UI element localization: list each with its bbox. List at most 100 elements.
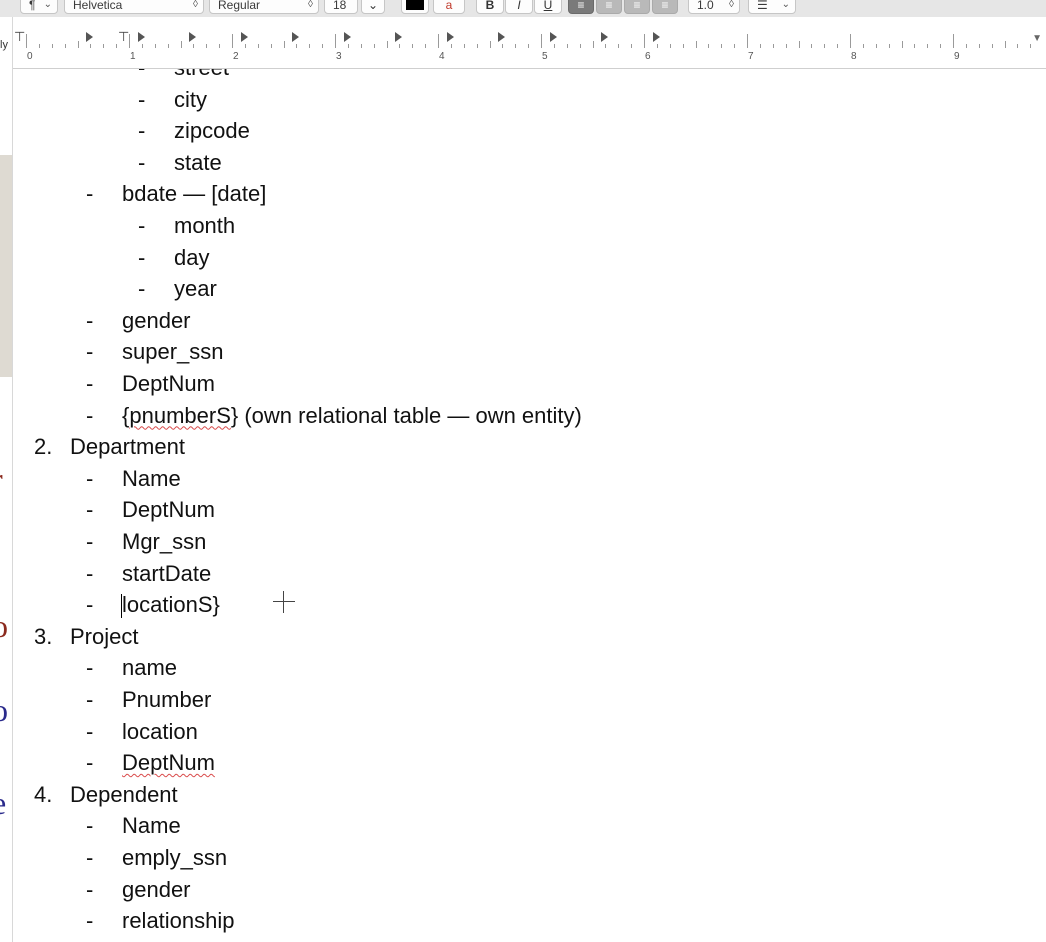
indent-marker-icon[interactable]: ⊤	[118, 29, 130, 44]
bullet-list-item[interactable]: -street	[12, 69, 1046, 83]
ruler-tick	[566, 44, 568, 48]
ruler-tick	[850, 34, 851, 48]
bullet-list-item[interactable]: -Name	[12, 813, 1046, 841]
bullet-list-item[interactable]: -Name	[12, 466, 1046, 494]
bullet-list-item[interactable]: -month	[12, 213, 1046, 241]
bullet-list-item[interactable]: -location	[12, 719, 1046, 747]
font-style-popup[interactable]: Regular ◊	[209, 0, 319, 14]
numbered-list-item[interactable]: 2.Department	[12, 434, 1046, 462]
bullet-list-item[interactable]: -DeptNum	[12, 497, 1046, 525]
justify-button[interactable]: ≡	[652, 0, 678, 14]
tab-stop-icon[interactable]	[652, 32, 660, 42]
up-down-chevron-icon: ◊	[193, 0, 198, 10]
tab-stop-icon[interactable]	[137, 32, 145, 42]
tab-stop-icon[interactable]	[498, 32, 505, 42]
font-family-popup[interactable]: Helvetica ◊	[64, 0, 204, 14]
ruler-tick	[77, 41, 79, 48]
list-bullet-dash: -	[86, 371, 94, 396]
list-bullets-icon: ☰	[757, 0, 768, 12]
align-center-button[interactable]: ≡	[596, 0, 622, 14]
list-style-popup[interactable]: ☰ ⌄	[748, 0, 796, 14]
misspelled-word[interactable]: pnumberS	[129, 402, 231, 428]
bullet-list-item[interactable]: -emply_ssn	[12, 845, 1046, 873]
ruler-tick	[888, 44, 890, 48]
ruler-tick	[940, 44, 942, 48]
tab-stop-icon[interactable]	[343, 32, 351, 42]
line-spacing-value: 1.0	[697, 0, 714, 12]
ruler-tick	[64, 44, 66, 48]
list-bullet-dash: -	[86, 465, 94, 491]
ruler-tick	[90, 44, 92, 48]
italic-button[interactable]: I	[505, 0, 533, 14]
ruler-tick	[541, 34, 542, 48]
tab-stop-icon[interactable]	[601, 32, 608, 42]
ruler-tick	[476, 44, 478, 48]
numbered-list-item[interactable]: 4.Dependent	[12, 782, 1046, 810]
bullet-list-item[interactable]: -gender	[12, 308, 1046, 336]
ruler-tick	[644, 34, 645, 48]
bold-button[interactable]: B	[476, 0, 504, 14]
bullet-list-item[interactable]: -year	[12, 276, 1046, 304]
tab-stop-icon[interactable]	[240, 32, 248, 42]
list-item-text: Pnumber	[122, 687, 212, 712]
bullet-list-item[interactable]: -locationS}	[12, 592, 1046, 620]
misspelled-word[interactable]: DeptNum	[122, 750, 215, 776]
bullet-list-item[interactable]: -relationship	[12, 908, 1046, 936]
align-right-button[interactable]: ≡	[624, 0, 650, 14]
bullet-list-item[interactable]: -zipcode	[12, 118, 1046, 146]
line-spacing-popup[interactable]: 1.0 ◊	[688, 0, 740, 14]
right-margin-marker-icon[interactable]: ▼	[1032, 33, 1042, 44]
font-size-field[interactable]: 18	[324, 0, 358, 14]
tab-stop-icon[interactable]	[549, 32, 557, 42]
tab-stop-icon[interactable]	[86, 32, 93, 42]
bullet-list-item[interactable]: -super_ssn	[12, 339, 1046, 367]
background-window-label: ly	[0, 39, 8, 51]
crosshair-cursor-icon	[273, 591, 295, 614]
ruler-tick	[38, 44, 40, 48]
numbered-list-item[interactable]: 3.Project	[12, 624, 1046, 652]
bullet-list-item[interactable]: -bdate — [date]	[12, 181, 1046, 209]
bullet-list-item[interactable]: -Pnumber	[12, 687, 1046, 715]
ruler-tick	[656, 44, 658, 48]
bullet-list-item[interactable]: -day	[12, 245, 1046, 273]
list-item-text: location	[122, 718, 198, 744]
bullet-list-item[interactable]: -gender	[12, 877, 1046, 905]
tab-stop-icon[interactable]	[189, 32, 196, 42]
ruler-tick	[837, 44, 839, 48]
underline-button[interactable]: U	[534, 0, 562, 14]
list-bullet-dash: -	[86, 560, 94, 586]
paragraph-style-label: ¶	[29, 0, 36, 12]
up-down-chevron-icon: ◊	[308, 0, 313, 10]
text-color-well[interactable]	[401, 0, 429, 14]
tab-stop-icon[interactable]	[395, 32, 402, 42]
left-margin-marker-icon[interactable]: ⊤	[14, 29, 26, 44]
document-body[interactable]: -street-city-zipcode-state-bdate — [date…	[12, 69, 1046, 942]
ruler-tick	[682, 44, 684, 48]
tab-stop-icon[interactable]	[292, 32, 299, 42]
bullet-list-item[interactable]: -state	[12, 150, 1046, 178]
align-left-button[interactable]: ≡	[568, 0, 594, 14]
bullet-list-item[interactable]: -DeptNum	[12, 750, 1046, 778]
font-size-dropdown[interactable]: ⌄	[361, 0, 385, 14]
list-item-text: Dependent	[70, 781, 178, 807]
ruler-tick	[695, 41, 697, 48]
list-item-text: zipcode	[174, 118, 250, 144]
ruler-tick	[26, 34, 27, 48]
ruler-tick	[322, 44, 324, 48]
text-caret	[121, 594, 122, 619]
bullet-list-item[interactable]: -city	[12, 87, 1046, 115]
background-window-glyph: e	[0, 787, 6, 819]
bullet-list-item[interactable]: -DeptNum	[12, 371, 1046, 399]
list-bullet-dash: -	[138, 86, 146, 112]
list-bullet-dash: -	[138, 69, 145, 81]
highlight-color-button[interactable]: a	[433, 0, 465, 14]
bullet-list-item[interactable]: -name	[12, 655, 1046, 683]
bullet-list-item[interactable]: -{pnumberS} (own relational table — own …	[12, 403, 1046, 431]
ruler-tick	[759, 44, 761, 48]
paragraph-style-popup[interactable]: ¶ ⌄	[20, 0, 58, 14]
bullet-list-item[interactable]: -Mgr_ssn	[12, 529, 1046, 557]
bullet-list-item[interactable]: -startDate	[12, 561, 1046, 589]
ruler-tick	[103, 44, 105, 48]
tab-stop-icon[interactable]	[446, 32, 454, 42]
